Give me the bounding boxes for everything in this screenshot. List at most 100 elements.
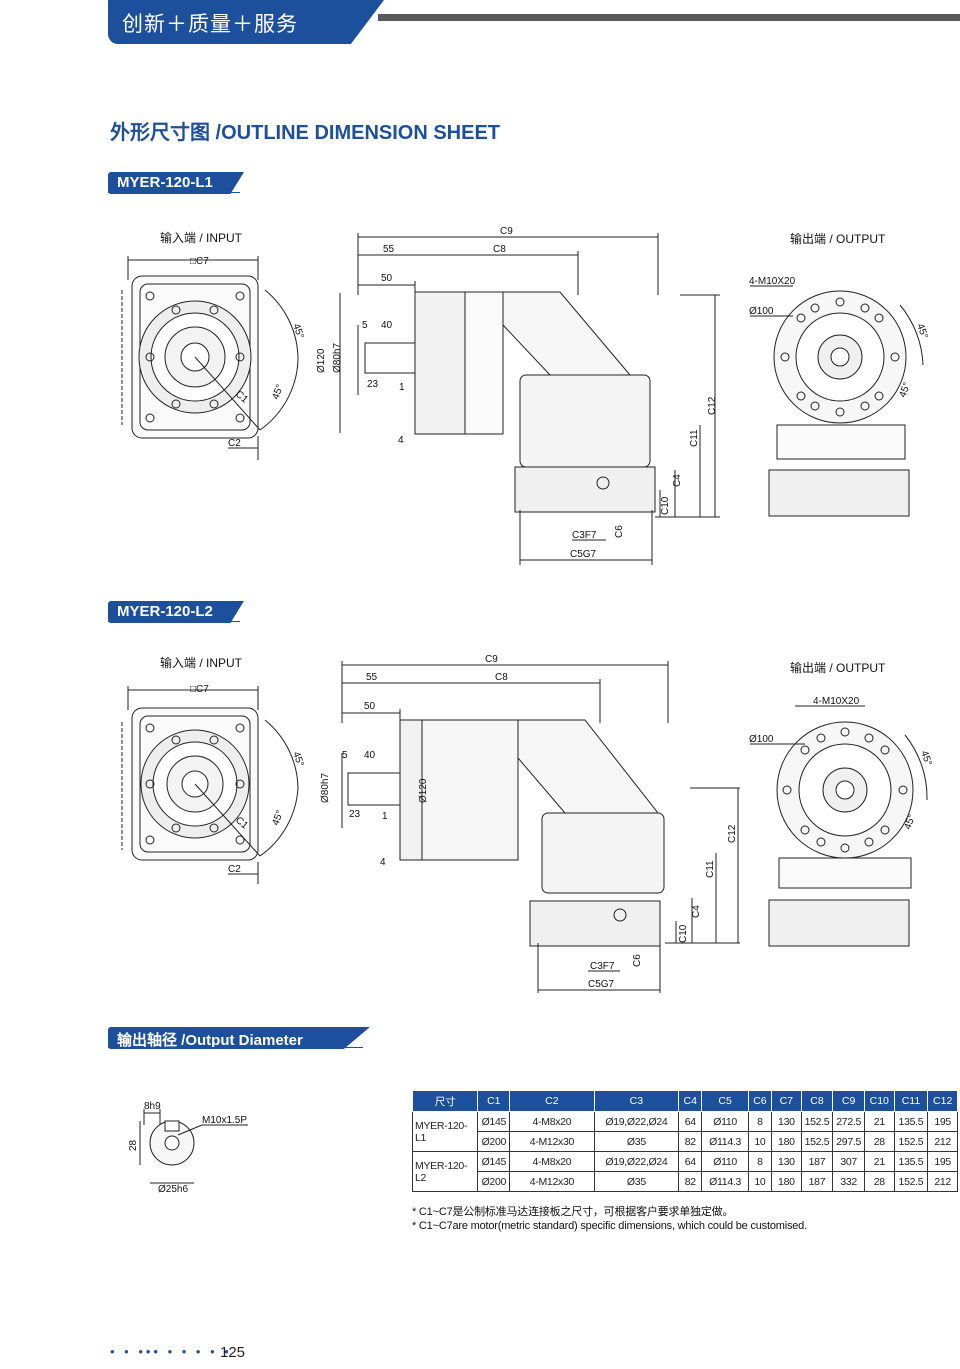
input-view-drawing-l1: □C7 45° 45° C1 C2 [121,256,306,460]
section-rule-l1 [108,192,240,193]
table-cell: 10 [747,1171,773,1192]
page-title: 外形尺寸图 /OUTLINE DIMENSION SHEET [110,122,501,144]
table-cell: 135.5 [893,1111,929,1132]
table-cell: Ø145 [477,1151,511,1172]
section-rule-output-diameter [108,1047,363,1048]
dim-phi120-l1: Ø120 [316,348,327,373]
dim-c2-l2: C2 [228,864,241,875]
dim-c6-l1: C6 [614,525,625,538]
table-cell: 4-M8x20 [509,1111,595,1132]
section-tag-output-diameter-text: 输出轴径 /Output Diameter [117,1032,303,1049]
dim-c4-l2: C4 [691,905,702,918]
table-cell: 4-M8x20 [509,1151,595,1172]
table-header-cell: C6 [747,1090,773,1112]
table-cell: Ø35 [593,1171,680,1192]
output-view-drawing-l1: 4-M10X20 Ø100 45° 45° [749,276,930,517]
section-tag-l2: MYER-120-L2 [108,601,244,623]
dim-phi120-l2: Ø120 [418,778,429,803]
dim-c11-l1: C11 [689,429,700,447]
shaft-key-dim: 8h9 [144,1101,161,1112]
table-cell: 82 [678,1131,703,1152]
table-cell: Ø19,Ø22,Ø24 [593,1151,680,1172]
output-view-drawing-l2: 4-M10X20 Ø100 45° 45° [749,696,934,947]
table-row: Ø200 4-M12x30 Ø35 82 Ø114.3 10 180 152.5… [413,1131,958,1152]
dim-angle-bottom-l1: 45° [270,383,286,401]
dim-c4-l1: C4 [672,474,683,487]
shaft-diameter-dim: Ø25h6 [158,1184,188,1195]
table-header-cell: C9 [832,1090,865,1112]
dim-phi100-l1: Ø100 [749,306,774,317]
table-header-cell: C10 [863,1090,895,1112]
dim-c12-l2: C12 [727,824,738,843]
section-tag-l1-text: MYER-120-L1 [117,174,213,191]
header-rule [378,14,960,21]
output-label-l1: 输出端 / OUTPUT [790,232,886,246]
table-cell: 195 [927,1151,958,1172]
table-cell: 130 [771,1111,802,1132]
dim-c7-l2: □C7 [190,684,209,695]
dim-4-l1: 4 [398,435,404,446]
header-title: 创新＋质量＋服务 [122,13,298,36]
side-view-drawing-l1: C9 55 C8 50 5 40 23 1 4 Ø120 Ø80h7 C12 C… [316,226,720,565]
table-cell: Ø200 [477,1171,511,1192]
table-header-cell: C4 [678,1090,703,1112]
dim-5-l1: 5 [362,320,368,331]
table-header-row: 尺寸 C1 C2 C3 C4 C5 C6 C7 C8 C9 C10 C11 C1… [411,1090,958,1112]
table-cell: Ø19,Ø22,Ø24 [593,1111,680,1132]
dim-1-l1: 1 [399,382,405,393]
dim-angle-top-out-l1: 45° [914,322,930,340]
dim-phi100-l2: Ø100 [749,734,774,745]
dim-c10-l1: C10 [660,496,671,515]
table-header-cell: C3 [593,1090,680,1112]
table-cell: 187 [800,1151,834,1172]
dim-m10-l2: 4-M10X20 [813,696,860,707]
section-tag-l2-text: MYER-120-L2 [117,603,213,620]
table-cell: 64 [678,1111,703,1132]
dim-angle-bottom-out-l2: 45° [902,813,918,831]
dim-c8-l1: C8 [493,244,506,255]
dim-c10-l2: C10 [678,924,689,943]
table-cell: 212 [927,1171,958,1192]
dim-c3-l2: C3F7 [590,961,615,972]
dim-23-l2: 23 [349,809,361,820]
dim-phi80-l1: Ø80h7 [332,343,343,373]
table-cell: 135.5 [893,1151,929,1172]
table-cell: 21 [863,1151,895,1172]
dim-c6-l2: C6 [632,954,643,967]
table-header-cell: C1 [477,1090,511,1112]
dim-4-l2: 4 [380,857,386,868]
input-label-l2: 输入端 / INPUT [160,656,243,670]
dim-c2-l1: C2 [228,438,241,449]
dim-5-l2: 5 [342,750,348,761]
dim-c8-l2: C8 [495,672,508,683]
dim-55-l2: 55 [366,672,378,683]
dim-c9-l1: C9 [500,226,513,237]
dim-40-l2: 40 [364,750,376,761]
table-cell: 28 [863,1171,895,1192]
dimension-table: 尺寸 C1 C2 C3 C4 C5 C6 C7 C8 C9 C10 C11 C1… [411,1090,958,1192]
dim-angle-top-l2: 45° [290,750,306,768]
table-header-cell: C11 [893,1090,929,1112]
table-cell: Ø114.3 [701,1131,749,1152]
table-cell: 152.5 [800,1111,834,1132]
dim-c5-l2: C5G7 [588,979,615,990]
table-cell: 64 [678,1151,703,1172]
table-header-cell: C7 [771,1090,802,1112]
dim-40-l1: 40 [381,320,393,331]
dim-1-l2: 1 [382,811,388,822]
table-cell: 332 [832,1171,865,1192]
dim-23-l1: 23 [367,379,379,390]
dim-c11-l2: C11 [705,860,716,878]
header-band [108,0,384,44]
table-header-cell: C8 [800,1090,834,1112]
table-header-cell: 尺寸 [411,1090,479,1112]
dim-angle-top-l1: 45° [290,322,306,340]
table-row: MYER-120-L1 Ø145 4-M8x20 Ø19,Ø22,Ø24 64 … [411,1111,958,1152]
table-cell: 28 [863,1131,895,1152]
dim-c5-l1: C5G7 [570,549,597,560]
section-rule-l2 [108,621,240,622]
table-cell: 152.5 [800,1131,834,1152]
dim-50-l2: 50 [364,701,376,712]
table-cell: 8 [747,1111,773,1132]
table-cell: Ø110 [701,1151,749,1172]
